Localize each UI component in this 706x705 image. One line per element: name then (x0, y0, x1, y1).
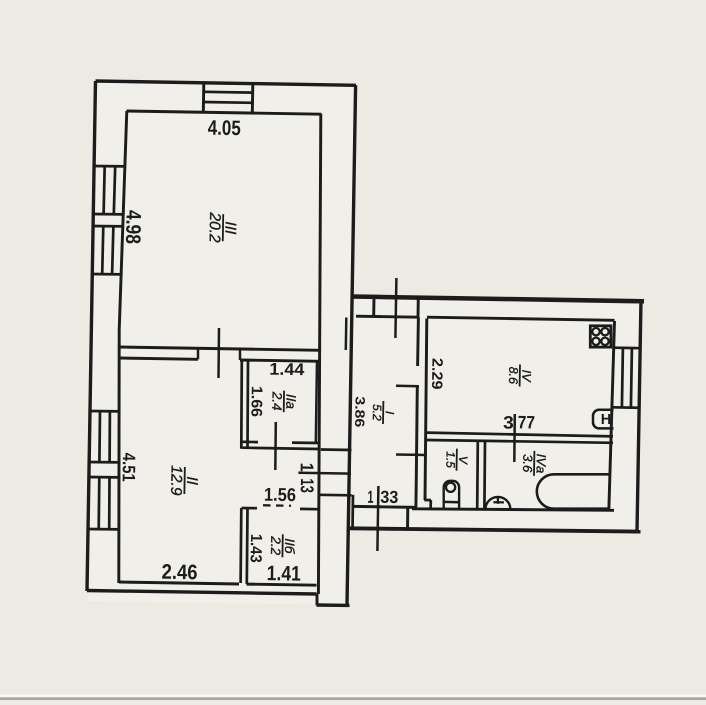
svg-text:4.05: 4.05 (208, 117, 242, 141)
svg-text:8.6: 8.6 (506, 367, 520, 385)
svg-text:1: 1 (297, 463, 318, 472)
svg-text:1.41: 1.41 (267, 562, 302, 586)
svg-text:1.66: 1.66 (247, 386, 265, 418)
svg-text:IIа: IIа (283, 394, 298, 410)
svg-text:4.98: 4.98 (121, 210, 145, 245)
svg-text:1.44: 1.44 (269, 360, 305, 380)
svg-text:20.2: 20.2 (206, 211, 224, 243)
svg-text:2.29: 2.29 (428, 358, 446, 390)
svg-text:2.4: 2.4 (269, 391, 284, 411)
svg-text:3.6: 3.6 (520, 454, 535, 473)
svg-text:IV: IV (519, 370, 533, 384)
svg-text:1.43: 1.43 (247, 534, 265, 563)
svg-text:13: 13 (297, 478, 318, 493)
svg-text:1.5: 1.5 (443, 451, 457, 468)
svg-text:II: II (183, 476, 200, 486)
svg-text:3: 3 (503, 413, 514, 433)
svg-text:2.46: 2.46 (161, 561, 197, 585)
svg-text:H: H (601, 412, 611, 428)
svg-text:5.2: 5.2 (370, 404, 384, 421)
svg-text:4.51: 4.51 (119, 453, 140, 482)
svg-text:77: 77 (518, 412, 536, 432)
svg-text:1: 1 (367, 487, 374, 507)
svg-text:IIб: IIб (282, 538, 297, 554)
svg-text:2.2: 2.2 (268, 535, 283, 556)
svg-text:12.9: 12.9 (167, 465, 185, 496)
svg-text:33: 33 (380, 487, 399, 507)
svg-text:1.56: 1.56 (264, 484, 296, 506)
svg-text:3.86: 3.86 (352, 396, 368, 428)
